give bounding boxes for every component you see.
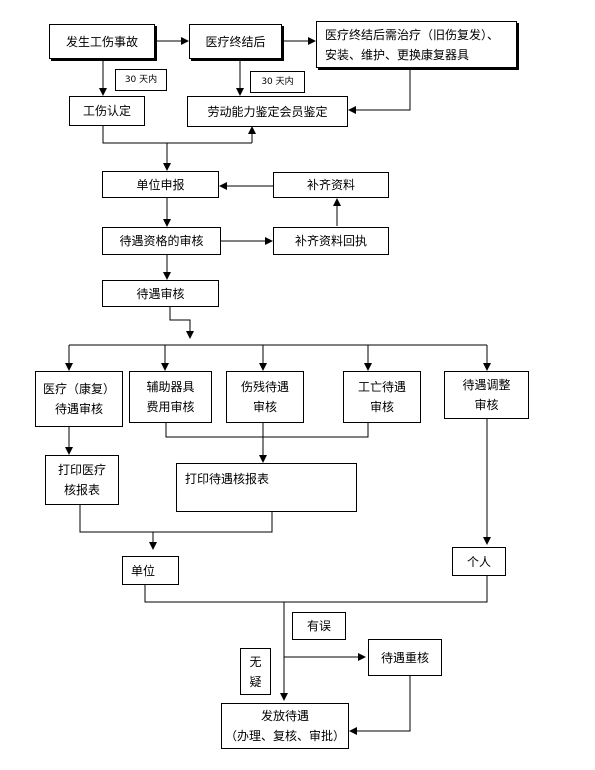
node-qualification-review: 待遇资格的审核 xyxy=(102,227,221,255)
line-print-medical-down xyxy=(79,505,273,533)
node-medical-review: 医疗（康复） 待遇审核 xyxy=(35,371,123,427)
node-print-benefit: 打印待遇核报表 xyxy=(176,463,357,512)
line-unit-individual-merge xyxy=(144,576,488,603)
node-supplement-receipt: 补齐资料回执 xyxy=(273,227,389,255)
node-disability-review: 伤残待遇 审核 xyxy=(226,371,304,423)
node-unit-report: 单位申报 xyxy=(102,171,219,198)
node-post-treatment: 医疗终结后需治疗（旧伤复发）、 安装、维护、更换康复器具 xyxy=(316,21,517,68)
node-unit: 单位 xyxy=(122,556,179,585)
line-recognition-merge xyxy=(102,126,252,144)
label-error: 有误 xyxy=(292,612,346,640)
label-no-doubt: 无 疑 xyxy=(240,648,271,695)
node-print-medical: 打印医疗 核报表 xyxy=(45,455,119,505)
node-individual: 个人 xyxy=(452,547,506,576)
node-injury-recognition: 工伤认定 xyxy=(69,96,145,126)
node-supplement: 补齐资料 xyxy=(273,172,389,198)
node-labor-appraisal: 劳动能力鉴定会员鉴定 xyxy=(187,96,348,127)
arrow-benefit-to-branch xyxy=(169,306,194,339)
node-payout: 发放待遇 （办理、复核、审批） xyxy=(221,703,349,749)
label-30-days-b: 30 天内 xyxy=(250,71,305,93)
node-adjust-review: 待遇调整 审核 xyxy=(444,371,529,419)
node-aid-review: 辅助器具 费用审核 xyxy=(129,371,212,423)
node-benefit-review: 待遇审核 xyxy=(102,280,219,307)
node-re-review: 待遇重核 xyxy=(368,639,442,676)
node-injury: 发生工伤事故 xyxy=(49,24,155,59)
node-death-review: 工亡待遇 审核 xyxy=(343,371,421,423)
arrow-re-review-to-payout xyxy=(349,675,411,735)
arrow-post-to-appraisal xyxy=(348,68,411,114)
line-aid-merge xyxy=(165,423,369,438)
node-treatment-end: 医疗终结后 xyxy=(189,24,282,59)
label-30-days-a: 30 天内 xyxy=(115,69,167,91)
